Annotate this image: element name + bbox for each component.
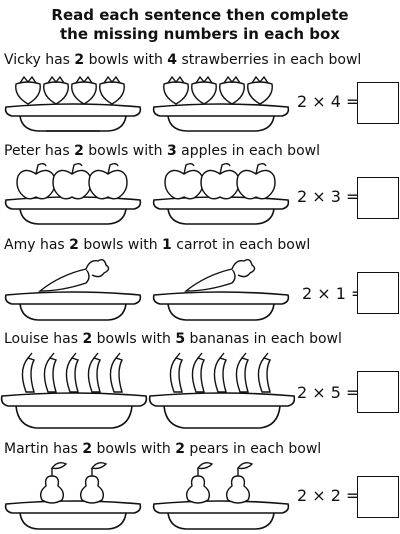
number-bowls: 2 xyxy=(74,143,84,159)
bowl-icon xyxy=(152,196,290,225)
banana-icon xyxy=(191,352,205,393)
pear-icon xyxy=(225,461,254,504)
sentence-peter: Peter has 2 bowls with 3 apples in each … xyxy=(4,143,320,159)
apple-icon xyxy=(164,163,204,200)
sentence-martin: Martin has 2 bowls with 2 pears in each … xyxy=(4,441,322,457)
strawberry-icon xyxy=(43,75,69,105)
number-per-bowl: 3 xyxy=(166,143,177,159)
bowl-icon xyxy=(4,103,142,132)
banana-icon xyxy=(21,352,35,393)
bowl-icon xyxy=(152,500,290,530)
number-bowls: 2 xyxy=(69,237,79,253)
banana-icon xyxy=(235,352,249,393)
equation-row-4: 2 × 5 = xyxy=(297,383,360,402)
number-bowls: 2 xyxy=(74,52,85,68)
bowl-icon xyxy=(152,103,290,132)
title-line-2: the missing numbers in each box xyxy=(60,25,340,43)
number-bowls: 2 xyxy=(82,441,93,457)
bowl-icon xyxy=(148,392,295,429)
worksheet-title: Read each sentence then complete the mis… xyxy=(0,6,400,44)
strawberry-icon xyxy=(163,75,189,105)
scene-carrots xyxy=(4,258,290,321)
banana-icon xyxy=(43,352,57,393)
strawberry-icon xyxy=(247,75,273,105)
answer-box-3[interactable] xyxy=(357,272,399,314)
banana-icon xyxy=(257,352,271,393)
scene-bananas xyxy=(0,352,295,429)
bowl-icon xyxy=(4,291,142,321)
banana-icon xyxy=(109,352,123,393)
number-per-bowl: 1 xyxy=(162,237,172,253)
pear-icon xyxy=(39,461,68,504)
bowl-icon xyxy=(4,500,142,530)
apple-icon xyxy=(52,163,92,200)
strawberry-icon xyxy=(191,75,217,105)
carrot-icon xyxy=(184,258,256,292)
banana-icon xyxy=(213,352,227,393)
scene-pears xyxy=(4,461,290,530)
apple-icon xyxy=(200,163,240,200)
banana-icon xyxy=(65,352,79,393)
answer-box-1[interactable] xyxy=(357,82,399,124)
apple-icon xyxy=(236,163,276,200)
sentence-louise: Louise has 2 bowls with 5 bananas in eac… xyxy=(4,331,342,347)
bowl-icon xyxy=(0,392,148,429)
equation-row-3: 2 × 1 = xyxy=(302,284,365,303)
bowl-icon xyxy=(4,196,142,225)
sentence-amy: Amy has 2 bowls with 1 carrot in each bo… xyxy=(4,237,311,253)
equation-row-1: 2 × 4 = xyxy=(297,92,360,111)
scene-strawberries xyxy=(4,75,290,132)
apple-icon xyxy=(88,163,128,200)
scene-apples xyxy=(4,163,290,225)
equation-row-5: 2 × 2 = xyxy=(297,486,360,505)
number-per-bowl: 4 xyxy=(167,52,178,68)
answer-box-5[interactable] xyxy=(357,476,399,518)
strawberry-icon xyxy=(71,75,97,105)
strawberry-icon xyxy=(219,75,245,105)
number-per-bowl: 5 xyxy=(175,331,186,347)
number-per-bowl: 2 xyxy=(175,441,185,457)
banana-icon xyxy=(169,352,183,393)
carrot-icon xyxy=(38,258,110,292)
bowl-icon xyxy=(152,291,290,321)
answer-box-2[interactable] xyxy=(357,177,399,219)
pear-icon xyxy=(79,461,108,504)
apple-icon xyxy=(16,163,56,200)
answer-box-4[interactable] xyxy=(357,371,399,413)
sentence-vicky: Vicky has 2 bowls with 4 strawberries in… xyxy=(4,52,362,68)
pear-icon xyxy=(185,461,214,504)
strawberry-icon xyxy=(99,75,125,105)
strawberry-icon xyxy=(15,75,41,105)
number-bowls: 2 xyxy=(82,331,93,347)
title-line-1: Read each sentence then complete xyxy=(51,6,349,24)
banana-icon xyxy=(87,352,101,393)
equation-row-2: 2 × 3 = xyxy=(297,187,360,206)
